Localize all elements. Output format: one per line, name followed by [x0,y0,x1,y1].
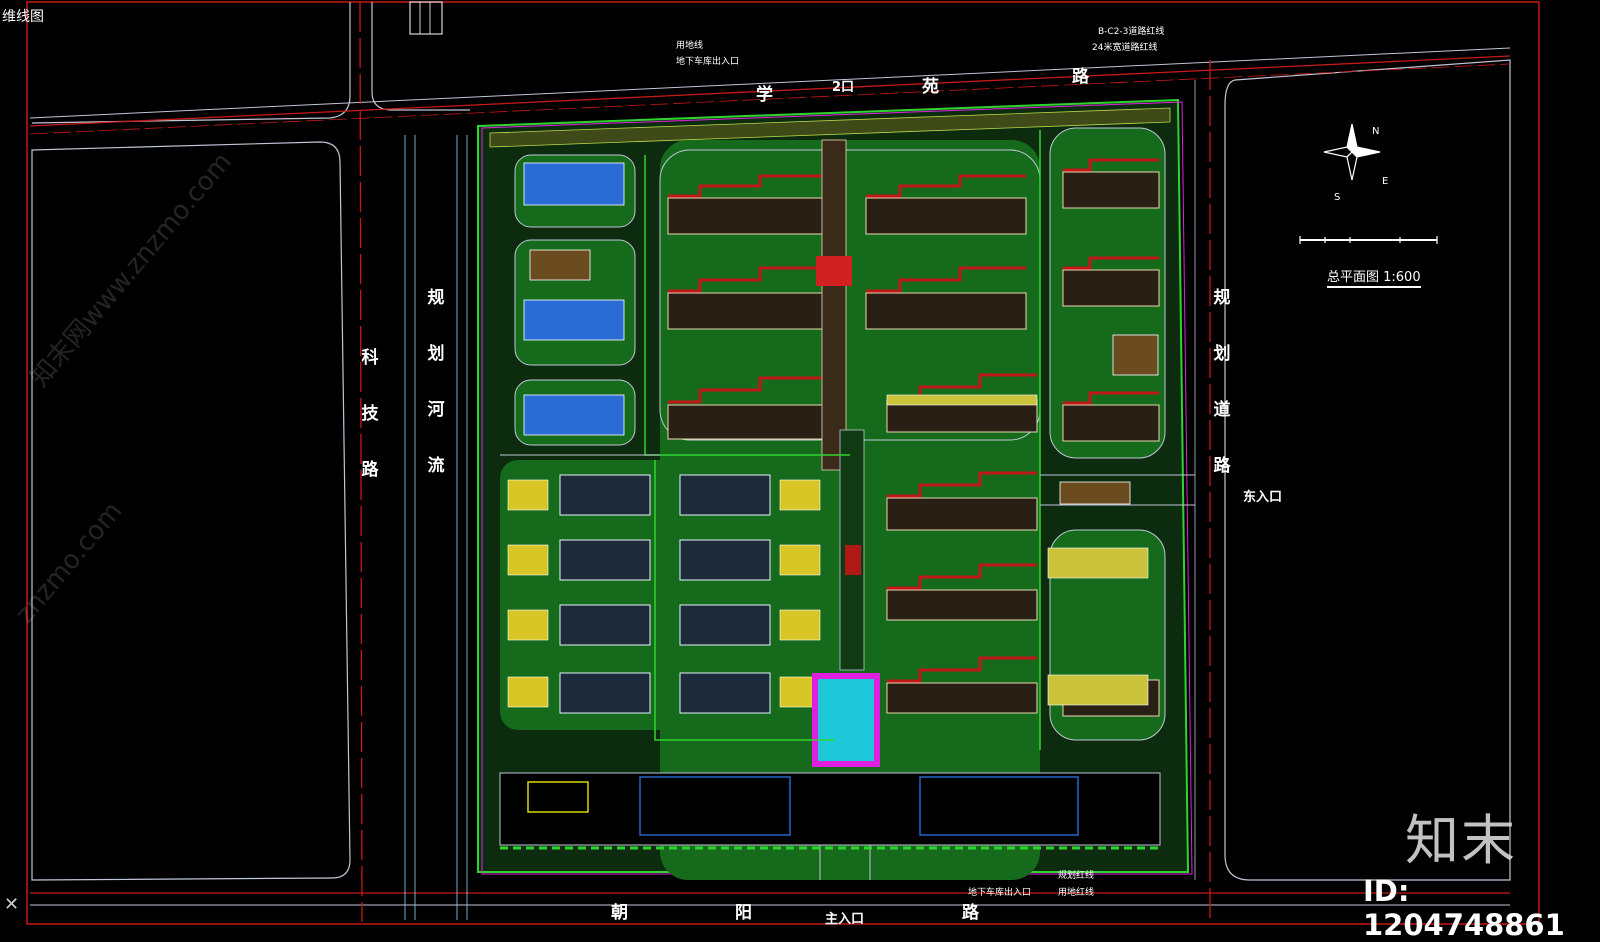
road-north-char-2: 苑 [922,77,939,97]
annotation-south-1: 地下车库出入口 [968,888,1032,898]
annotation-north-left-2: 地下车库出入口 [676,57,740,67]
annotation-north-left-1: 用地线 [676,41,704,51]
road-south-char-2: 阳 [735,903,752,923]
watermark-id: ID: 1204748861 [1363,874,1565,942]
road-south-char-1: 朝 [611,903,628,923]
road-west-label: 科技路 [361,348,379,480]
compass-south-letter: S [1334,192,1341,203]
north-gate-mark: 2口 [832,80,855,95]
road-north-char-3: 路 [1072,67,1089,87]
road-east-label: 规划道路 [1213,288,1231,476]
drawing-title: 维线图 [2,9,44,25]
main-entrance-label: 主入口 [825,912,865,927]
close-icon[interactable]: ✕ [4,894,20,915]
east-entrance-label: 东入口 [1243,490,1283,505]
annotation-north-right-1: B-C2-3道路红线 [1098,27,1165,37]
annotation-south-3: 用地红线 [1058,888,1095,898]
compass-north-letter: N [1372,126,1380,137]
road-north-char-1: 学 [756,85,773,105]
road-south-char-3: 路 [962,903,979,923]
annotation-north-right-2: 24米宽道路红线 [1092,43,1158,53]
compass-east-letter: E [1382,176,1389,187]
annotation-south-2: 规划红线 [1058,871,1095,881]
scale-title: 总平面图 1:600 [1327,266,1421,288]
watermark-logo: 知末 [1405,809,1517,872]
canal-label: 规划河流 [427,288,445,476]
